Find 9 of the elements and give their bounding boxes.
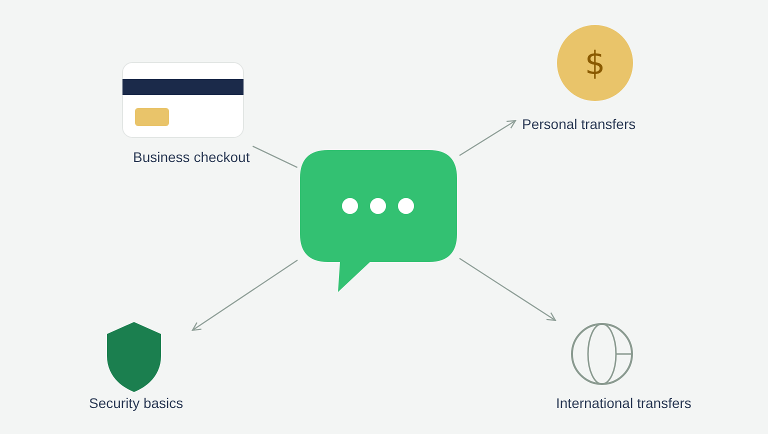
arrow <box>192 260 298 331</box>
arrow <box>459 120 516 156</box>
connector-line <box>252 146 298 168</box>
node-label: Business checkout <box>133 149 250 166</box>
coin-icon: $ <box>556 24 634 102</box>
node-label: Personal transfers <box>522 116 636 133</box>
node-label: Security basics <box>89 395 184 412</box>
node-label: International transfers <box>556 395 692 412</box>
arrow <box>459 258 556 321</box>
